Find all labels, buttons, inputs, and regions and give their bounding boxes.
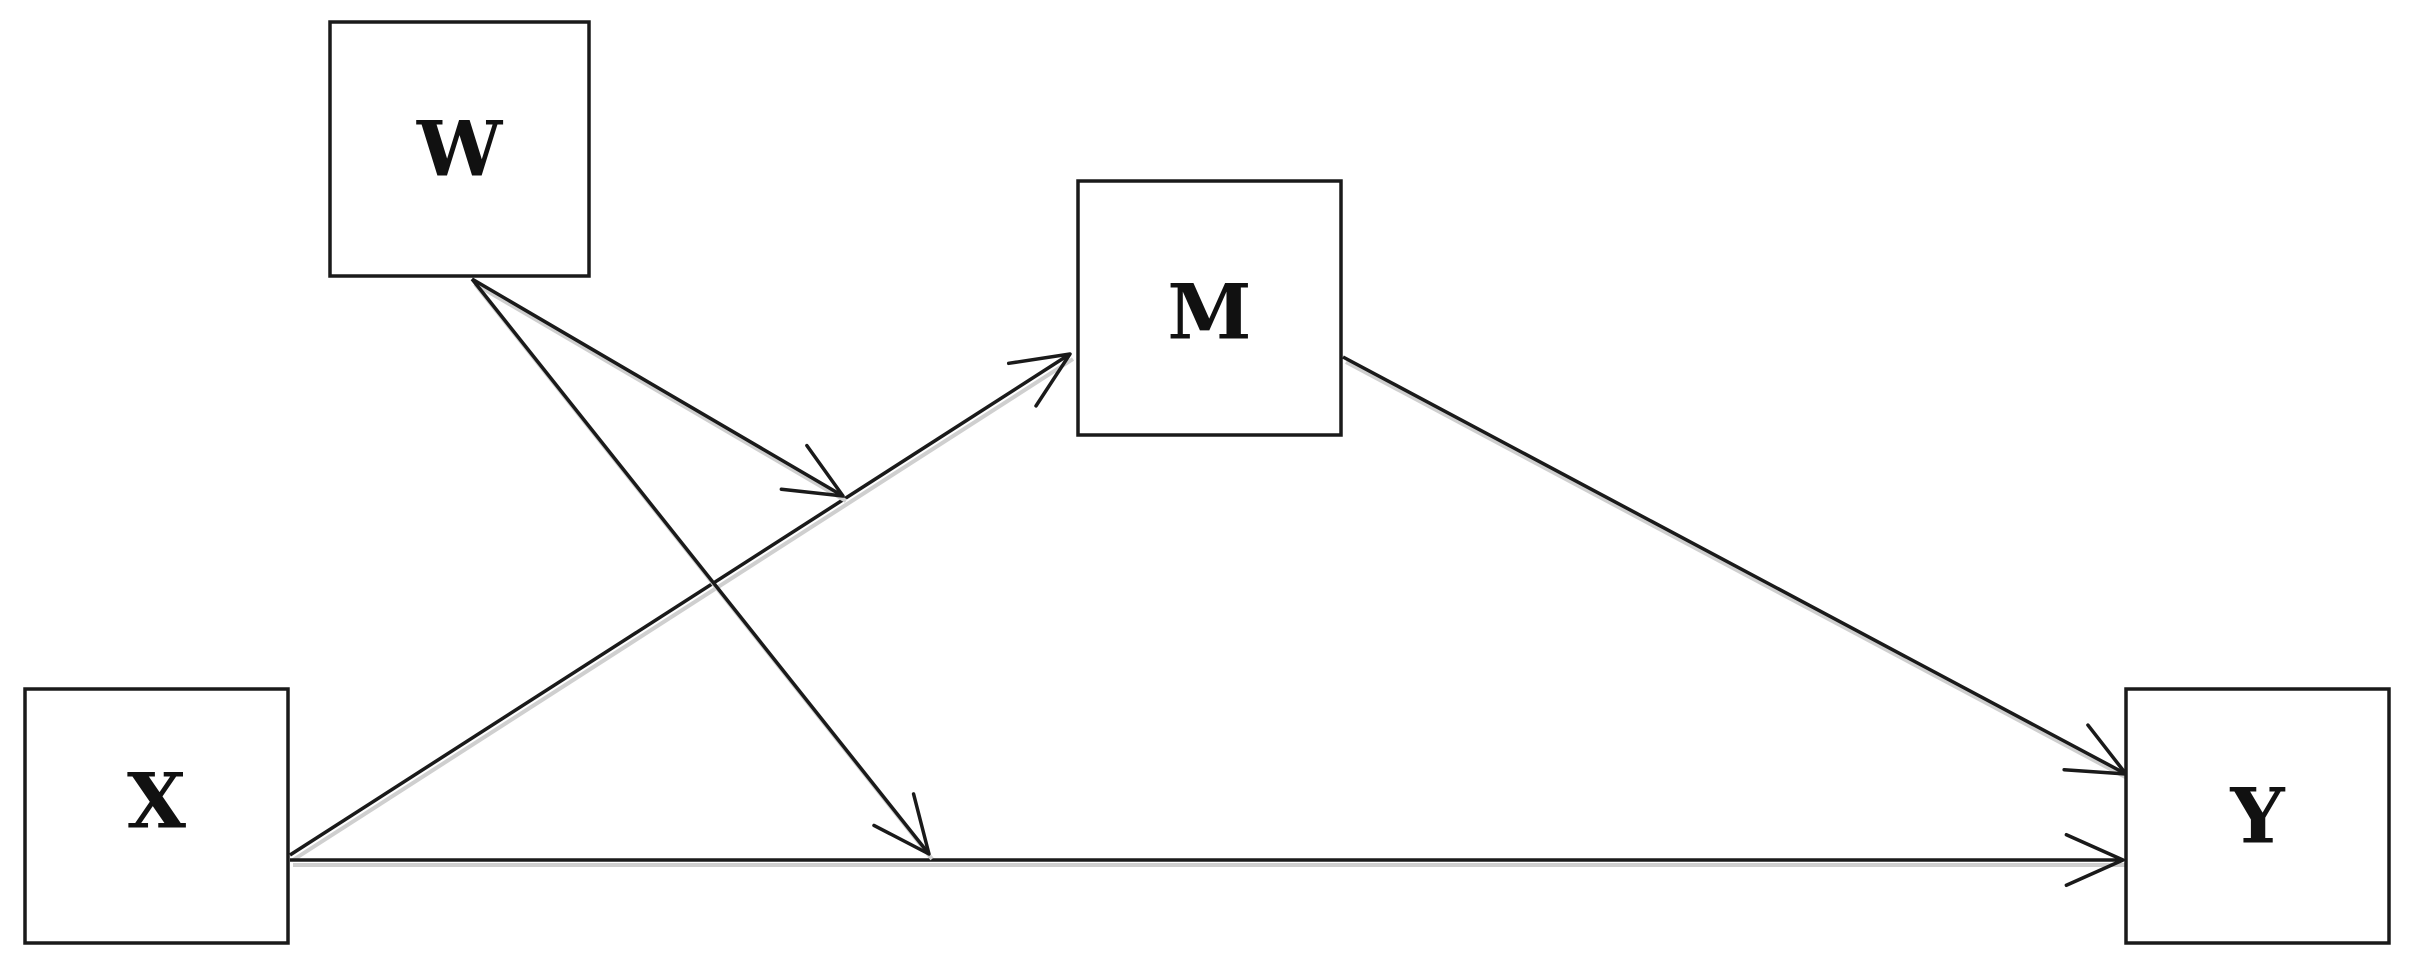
node-y-label: Y [2229, 772, 2285, 861]
w-moderates-x-to-m-shadow [473, 282, 848, 503]
node-w: W [328, 20, 591, 278]
edge-m-to-y [1342, 355, 2130, 781]
node-x-label: X [127, 757, 186, 846]
x-to-m-line [289, 352, 1071, 857]
node-m-label: M [1167, 268, 1251, 357]
w-moderates-x-to-m-arrowhead [779, 443, 845, 498]
edge-x-to-y [290, 832, 2126, 888]
node-m-box [1076, 179, 1343, 437]
m-to-y-line [1342, 355, 2127, 776]
edge-w-moderates-x-to-m [471, 277, 848, 503]
m-to-y-shadow [1345, 360, 2130, 781]
node-y-box [2124, 687, 2391, 945]
w-moderates-x-to-m-line [471, 277, 844, 498]
node-x: X [23, 687, 290, 945]
x-to-m-arrowhead [1006, 352, 1072, 408]
node-w-label: W [416, 105, 504, 194]
edge-w-moderates-x-to-y [470, 277, 934, 861]
x-to-y-arrowhead [2064, 832, 2125, 888]
node-y: Y [2124, 687, 2391, 945]
edge-x-to-m [289, 352, 1075, 862]
x-to-m-shadow [291, 357, 1075, 862]
w-moderates-x-to-y-arrowhead [872, 792, 931, 856]
w-moderates-x-to-y-line [470, 277, 931, 856]
edges-layer [289, 277, 2130, 888]
node-w-box [328, 20, 591, 278]
node-m: M [1076, 179, 1343, 437]
node-x-box [23, 687, 290, 945]
